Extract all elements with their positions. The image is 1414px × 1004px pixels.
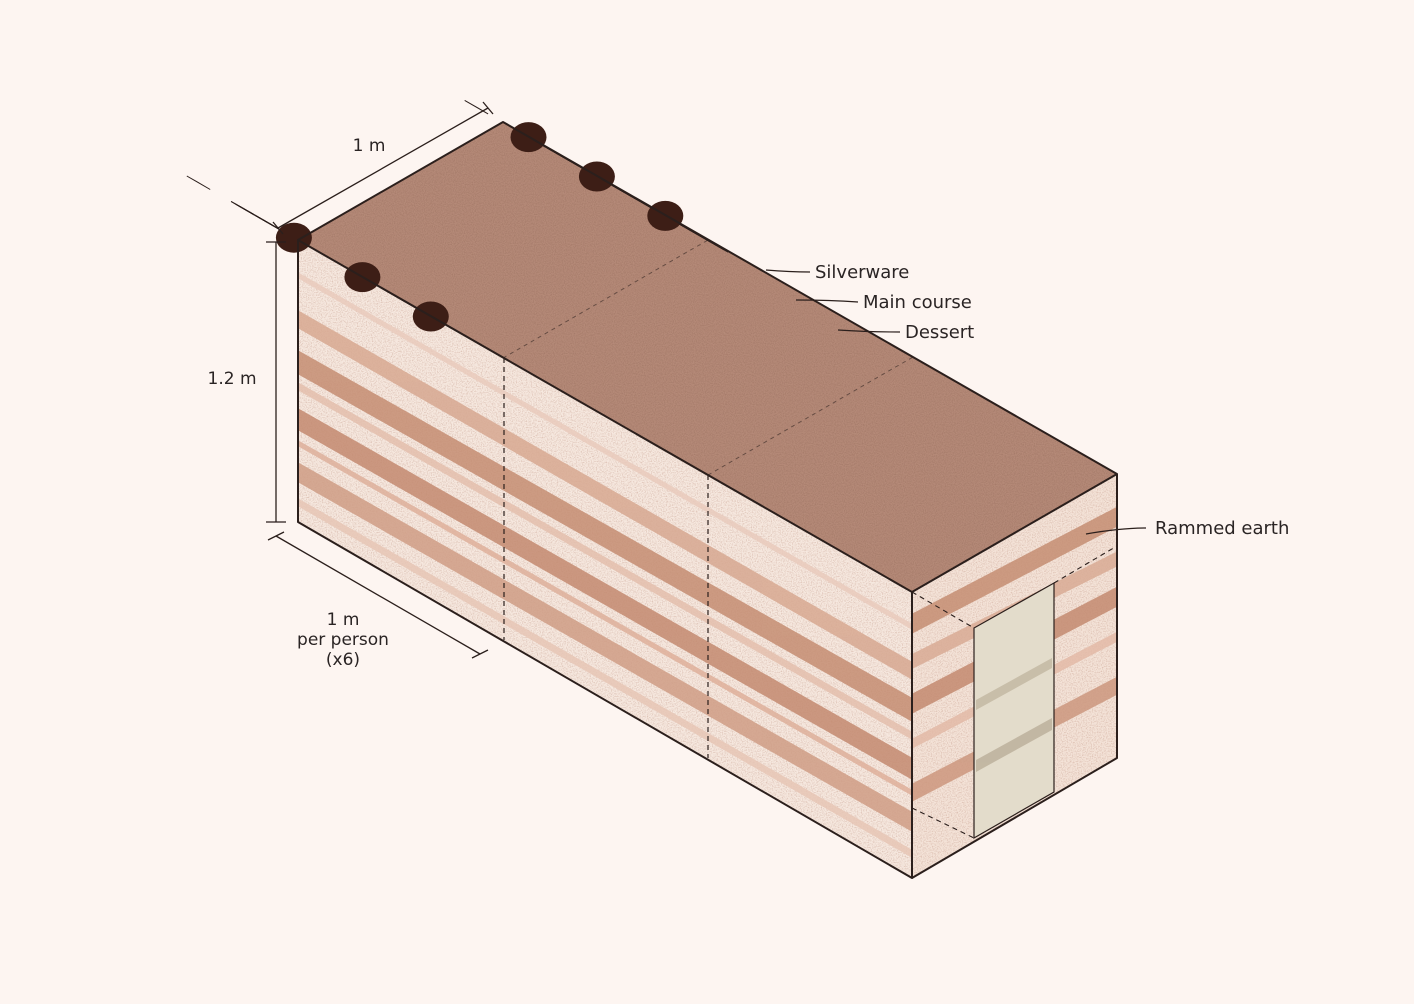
- silverware-leader: [765, 269, 811, 273]
- dimension-lines: [266, 101, 494, 659]
- main-course-label: Main course: [863, 292, 972, 313]
- glass-slot: [464, 99, 489, 115]
- dimension-labels: 1 m 1.2 m 1 m per person (x6): [208, 136, 389, 670]
- dessert-label: Dessert: [905, 322, 974, 343]
- top-width-dimension-line: [277, 107, 489, 229]
- rammed-earth-leader: [1085, 527, 1147, 535]
- callout-leaders: [765, 269, 1147, 535]
- top-surface: [298, 122, 1117, 592]
- front-strata: [298, 262, 912, 868]
- height-label: 1.2 m: [208, 369, 257, 389]
- end-face: [911, 474, 1118, 878]
- length-label-line3: (x6): [326, 650, 360, 670]
- block-outline: [297, 121, 1118, 879]
- silverware-label: Silverware: [815, 262, 909, 283]
- length-label-line2: per person: [297, 630, 389, 650]
- dessert-leader: [837, 329, 901, 333]
- main-course-leader: [795, 299, 859, 303]
- leg-cavity: [973, 581, 1055, 840]
- callout-labels: Silverware Main course Dessert Rammed ea…: [815, 262, 1289, 539]
- length-label-line1: 1 m: [327, 610, 360, 630]
- dessert-bowl: [275, 222, 312, 253]
- leg-cavity-strata: [976, 658, 1052, 772]
- glass-slot: [186, 175, 211, 190]
- front-face: [298, 240, 912, 878]
- glass-slot: [254, 214, 279, 230]
- rammed-earth-label: Rammed earth: [1155, 518, 1289, 539]
- length-dimension-line: [275, 535, 481, 655]
- top-width-label: 1 m: [353, 136, 386, 156]
